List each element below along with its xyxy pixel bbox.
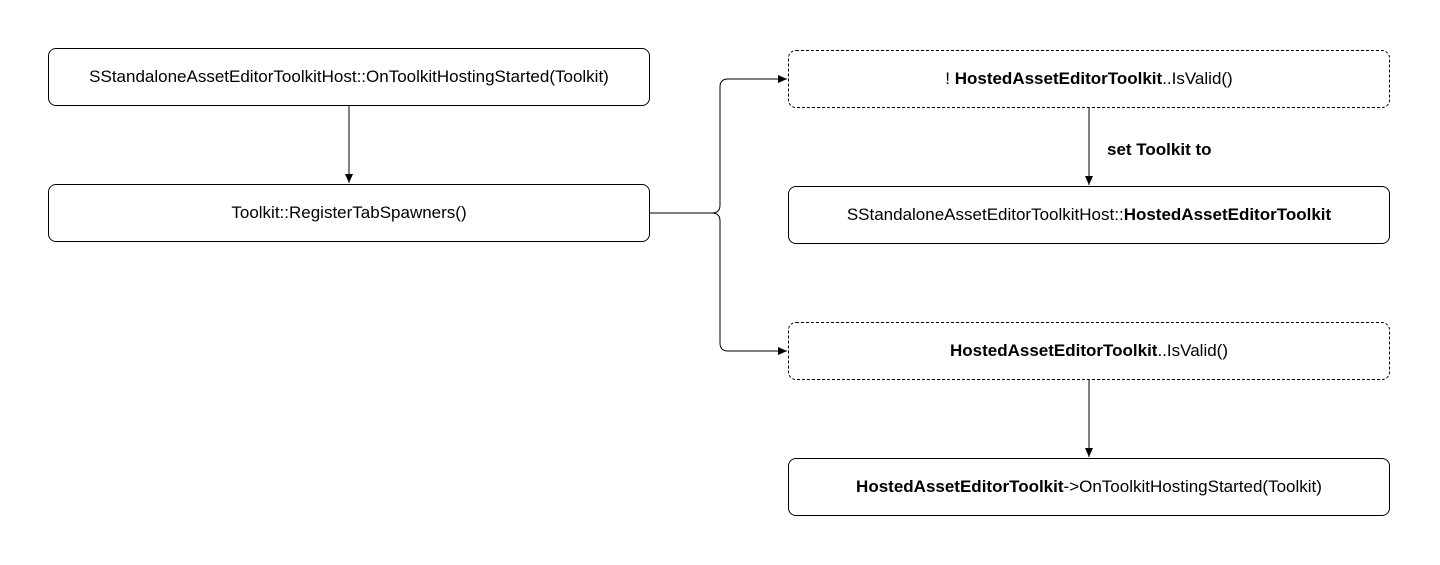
node-not-is-valid: ! HostedAssetEditorToolkit..IsValid() <box>788 50 1390 108</box>
node-set-hosted-toolkit: SStandaloneAssetEditorToolkitHost::Hoste… <box>788 186 1390 244</box>
node-is-valid: HostedAssetEditorToolkit..IsValid() <box>788 322 1390 380</box>
node-host-hosting-started: SStandaloneAssetEditorToolkitHost::OnToo… <box>48 48 650 106</box>
node-is-valid-suffix: ..IsValid() <box>1157 341 1229 360</box>
node-not-is-valid-suffix: ..IsValid() <box>1162 69 1233 88</box>
node-host-hosting-started-text: SStandaloneAssetEditorToolkitHost::OnToo… <box>89 67 609 86</box>
node-hosted-hosting-started: HostedAssetEditorToolkit->OnToolkitHosti… <box>788 458 1390 516</box>
node-set-hosted-toolkit-bold: HostedAssetEditorToolkit <box>1123 205 1332 224</box>
edge-register-to-is-valid <box>711 212 787 355</box>
node-hosted-hosting-started-bold: HostedAssetEditorToolkit <box>856 477 1064 496</box>
node-set-hosted-toolkit-prefix: SStandaloneAssetEditorToolkitHost:: <box>846 205 1124 224</box>
node-register-tab-spawners-text: Toolkit::RegisterTabSpawners() <box>231 203 467 222</box>
node-is-valid-bold: HostedAssetEditorToolkit <box>949 341 1158 360</box>
node-not-is-valid-prefix: ! <box>945 69 955 88</box>
node-register-tab-spawners: Toolkit::RegisterTabSpawners() <box>48 184 650 242</box>
edge-label-set-toolkit-to: set Toolkit to <box>1107 140 1212 159</box>
edge-register-to-not-valid <box>650 75 787 214</box>
node-hosted-hosting-started-suffix: ->OnToolkitHostingStarted(Toolkit) <box>1063 477 1322 496</box>
node-not-is-valid-bold: HostedAssetEditorToolkit <box>954 69 1163 88</box>
